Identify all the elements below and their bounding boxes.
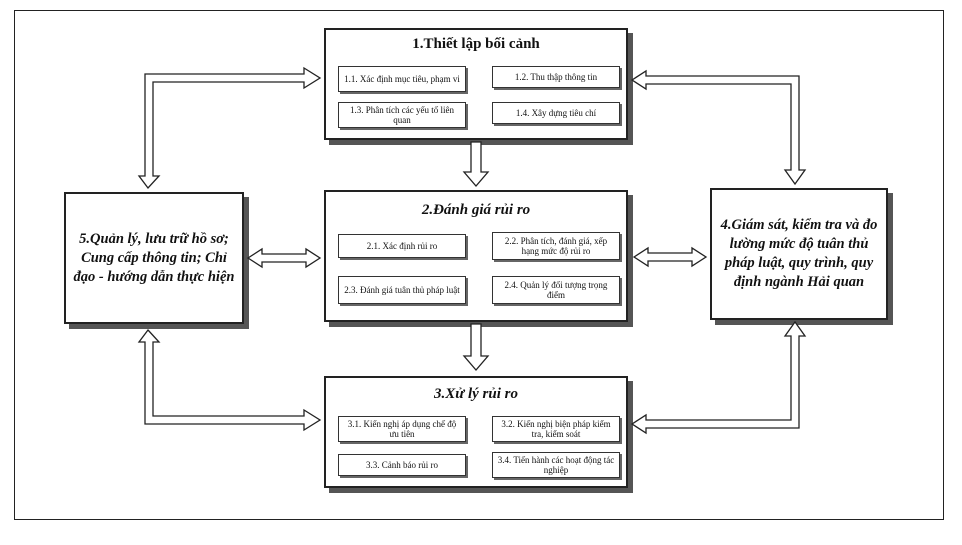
- step3-item-2: 3.2. Kiến nghị biện pháp kiểm tra, kiểm …: [492, 416, 620, 442]
- step4-box: 4.Giám sát, kiểm tra và đo lường mức độ …: [710, 188, 888, 320]
- step2-item-1: 2.1. Xác định rủi ro: [338, 234, 466, 258]
- step2-item-4: 2.4. Quản lý đối tượng trọng điểm: [492, 276, 620, 304]
- step1-item-2: 1.2. Thu thập thông tin: [492, 66, 620, 88]
- step3-title: 3.Xử lý rủi ro: [433, 386, 518, 402]
- step3-item-1: 3.1. Kiến nghị áp dụng chế độ ưu tiên: [338, 416, 466, 442]
- diagram-frame: [14, 10, 944, 520]
- step1-item-3: 1.3. Phân tích các yếu tố liên quan: [338, 102, 466, 128]
- step3-panel: 3.Xử lý rủi ro 3.1. Kiến nghị áp dụng ch…: [324, 376, 628, 488]
- step2-title: 2.Đánh giá rủi ro: [421, 202, 531, 218]
- step1-item-1: 1.1. Xác định mục tiêu, phạm vi: [338, 66, 466, 92]
- step1-title: 1.Thiết lập bối cảnh: [412, 36, 540, 52]
- step3-item-4: 3.4. Tiến hành các hoạt động tác nghiệp: [492, 452, 620, 478]
- step5-box: 5.Quản lý, lưu trữ hồ sơ; Cung cấp thông…: [64, 192, 244, 324]
- step1-panel: 1.Thiết lập bối cảnh 1.1. Xác định mục t…: [324, 28, 628, 140]
- step2-item-3: 2.3. Đánh giá tuân thủ pháp luật: [338, 276, 466, 304]
- step2-item-2: 2.2. Phân tích, đánh giá, xếp hạng mức đ…: [492, 232, 620, 260]
- step3-item-3: 3.3. Cảnh báo rủi ro: [338, 454, 466, 476]
- step1-item-4: 1.4. Xây dựng tiêu chí: [492, 102, 620, 124]
- step2-panel: 2.Đánh giá rủi ro 2.1. Xác định rủi ro 2…: [324, 190, 628, 322]
